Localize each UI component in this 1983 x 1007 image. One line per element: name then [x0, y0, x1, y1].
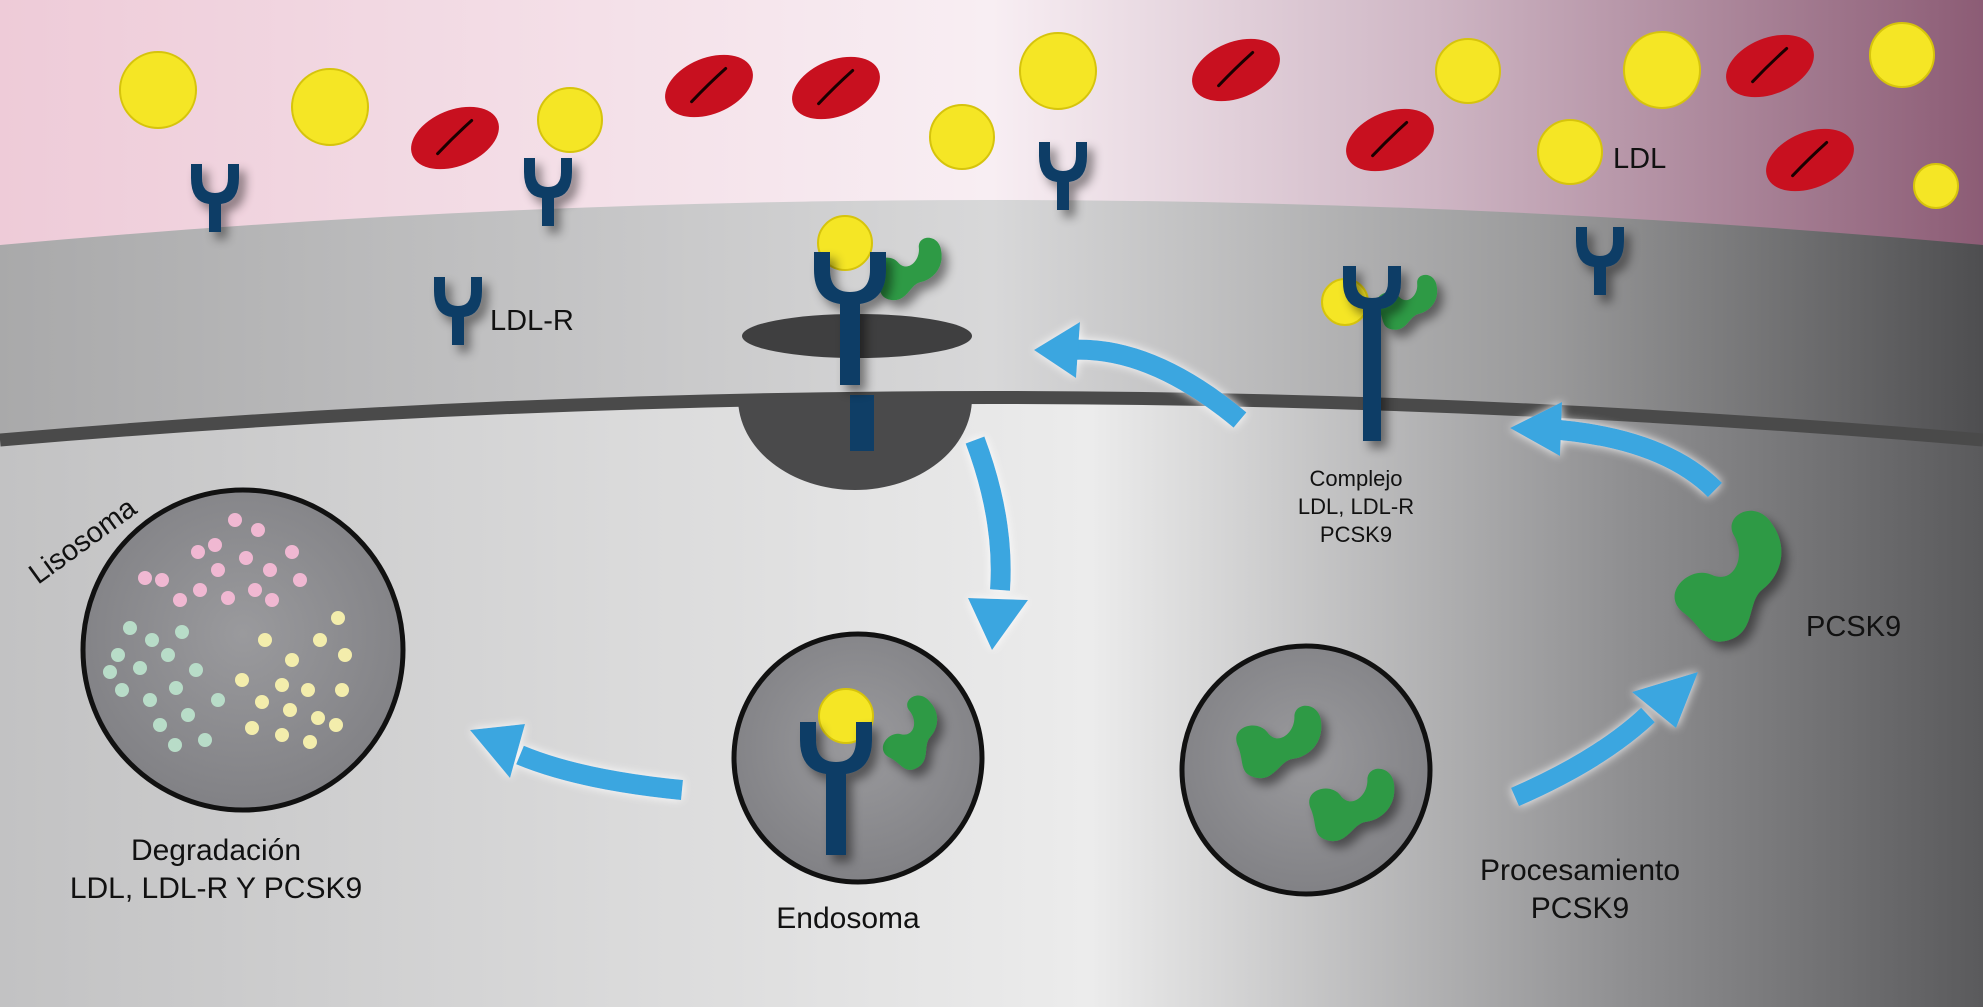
processing-vesicle-circle: [1179, 643, 1433, 897]
processing-label-line2: PCSK9: [1531, 892, 1629, 925]
processing-vesicle: [1179, 643, 1433, 897]
ldl-particle-icon: [119, 51, 197, 129]
receptor-tail-in-pit: [850, 395, 874, 451]
ldl-particle-icon: [537, 87, 603, 153]
complex-label-line2: LDL, LDL-R: [1298, 494, 1414, 519]
degradation-label-line2: LDL, LDL-R Y PCSK9: [70, 872, 362, 905]
arrow-pit-to-endosome: [965, 436, 1028, 650]
ldl-r-label: LDL-R: [490, 305, 574, 337]
ldl-particle-icon: [817, 215, 873, 271]
degraded-fragments: [103, 513, 352, 752]
arrow-surface-to-pit: [1034, 322, 1247, 428]
endosome: [731, 631, 985, 885]
ldl-particle-icon: [929, 104, 995, 170]
ldl-particle-icon: [1537, 119, 1603, 185]
ldl-particle-icon: [291, 68, 369, 146]
arrow-processing-to-pcsk9: [1511, 672, 1698, 807]
cytoplasm: [0, 397, 1983, 1007]
plasma-membrane: [0, 391, 1983, 447]
lysosome: [80, 487, 406, 813]
ldl-receptor-icon: [800, 722, 872, 855]
membrane-complex: [1321, 266, 1447, 441]
ldl-particle-icon: [1019, 32, 1097, 110]
ldl-particle-icon: [1623, 31, 1701, 109]
ldl-receptor-icon: [1343, 266, 1401, 441]
pcsk9-label: PCSK9: [1806, 611, 1901, 643]
pathway-arrows: [470, 322, 1723, 807]
ldl-particles: [119, 22, 1959, 209]
ldl-particle-icon: [1435, 38, 1501, 104]
endosome-label: Endosoma: [776, 902, 920, 935]
complex-label-line3: PCSK9: [1320, 522, 1392, 547]
complex-label-line1: Complejo: [1310, 466, 1403, 491]
ldl-label: LDL: [1613, 143, 1666, 175]
pit-complex: [814, 215, 953, 451]
ldl-particle-icon: [1869, 22, 1935, 88]
degradation-label-line1: Degradación: [131, 834, 301, 867]
arrow-pcsk9-to-complex: [1510, 402, 1723, 498]
lysosome-vesicle: [80, 487, 406, 813]
arrow-endosome-to-lysosome: [470, 724, 683, 800]
ldl-particle-icon: [1913, 163, 1959, 209]
processing-label-line1: Procesamiento: [1480, 854, 1680, 887]
ldl-receptor-icon: [814, 252, 886, 385]
